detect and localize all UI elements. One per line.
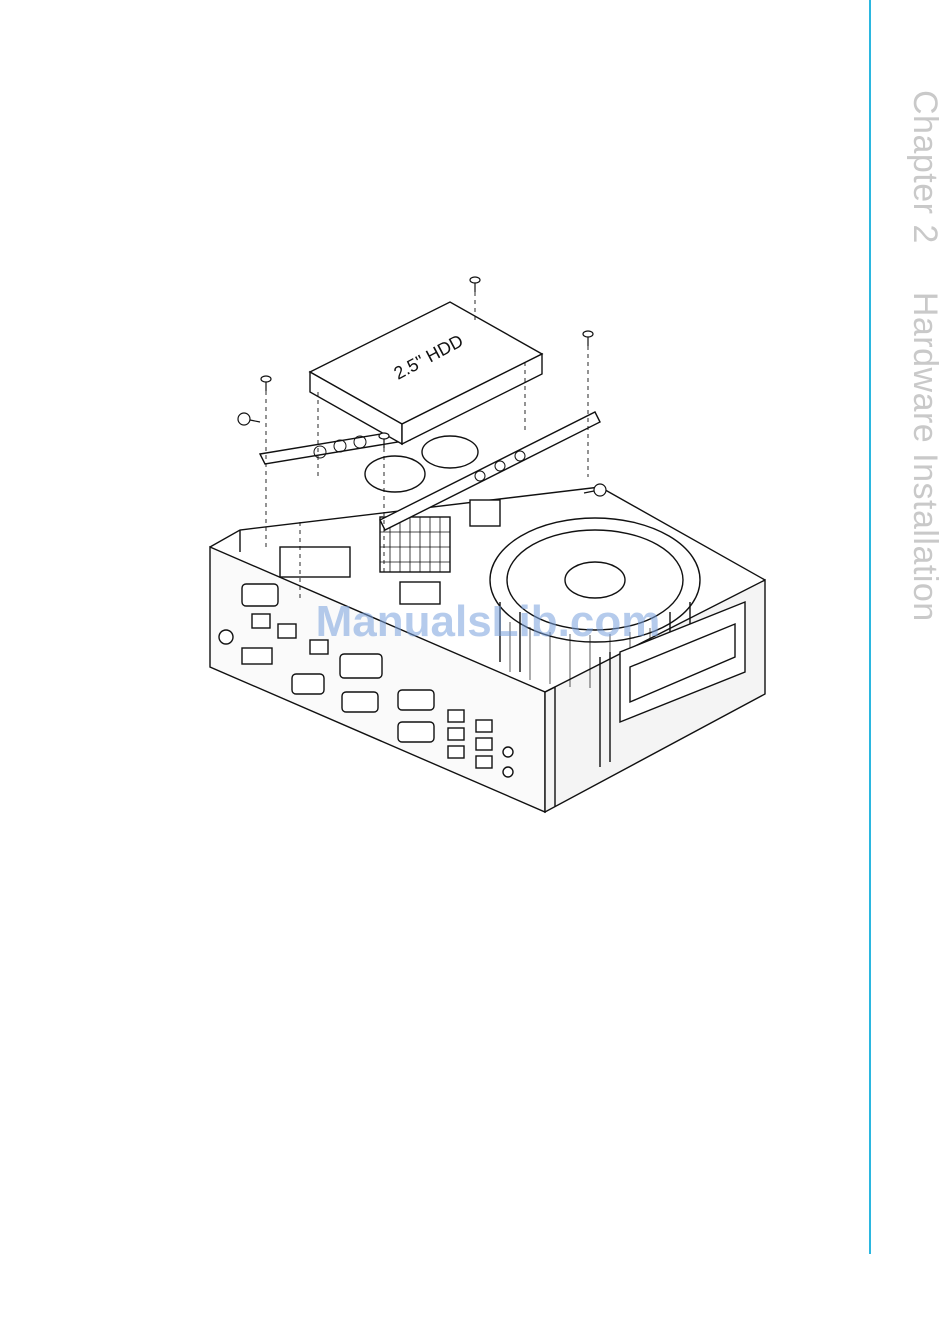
power-button-icon <box>219 630 233 644</box>
watermark-text: ManualsLib.com <box>268 592 708 652</box>
hdd-installation-illustration: 2.5" HDD <box>200 262 780 822</box>
usb-port <box>448 710 464 722</box>
chapter-title: Hardware Installation <box>906 292 944 622</box>
chapter-number: Chapter 2 <box>906 90 944 244</box>
dvi-connector <box>340 654 382 678</box>
chassis-exploded-drawing: 2.5" HDD <box>200 262 780 822</box>
chapter-side-tab: Chapter 2 Hardware Installation <box>888 90 944 650</box>
side-rule <box>869 0 871 1254</box>
com-port <box>292 674 324 694</box>
